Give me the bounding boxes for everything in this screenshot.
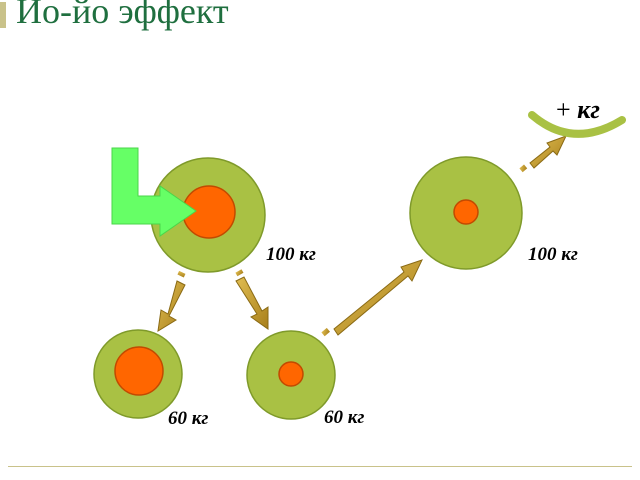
cell-top-right — [409, 156, 523, 270]
arrow-to-bottom-middle — [235, 269, 269, 330]
bottom-divider — [8, 466, 632, 467]
weight-label-bottom-left: 60 кг — [168, 408, 209, 429]
arrow-to-top-right — [321, 259, 423, 337]
arrow-to-plus-kg — [519, 135, 567, 173]
green-l-arrow — [111, 147, 197, 237]
cell-bottom-left — [93, 329, 183, 419]
weight-label-bottom-middle: 60 кг — [324, 407, 365, 428]
slide-title: Ио-йо эффект — [16, 0, 229, 31]
weight-label-top-left: 100 кг — [266, 244, 316, 265]
arrow-to-bottom-left — [157, 270, 186, 332]
plus-kg-label: + кг — [556, 95, 600, 125]
plus-unit: кг — [577, 95, 600, 124]
weight-label-top-right: 100 кг — [528, 244, 578, 265]
cell-bottom-middle — [246, 330, 336, 420]
plus-kg-arc — [528, 111, 626, 138]
title-accent-bar — [0, 2, 6, 28]
plus-sign: + — [556, 95, 571, 124]
